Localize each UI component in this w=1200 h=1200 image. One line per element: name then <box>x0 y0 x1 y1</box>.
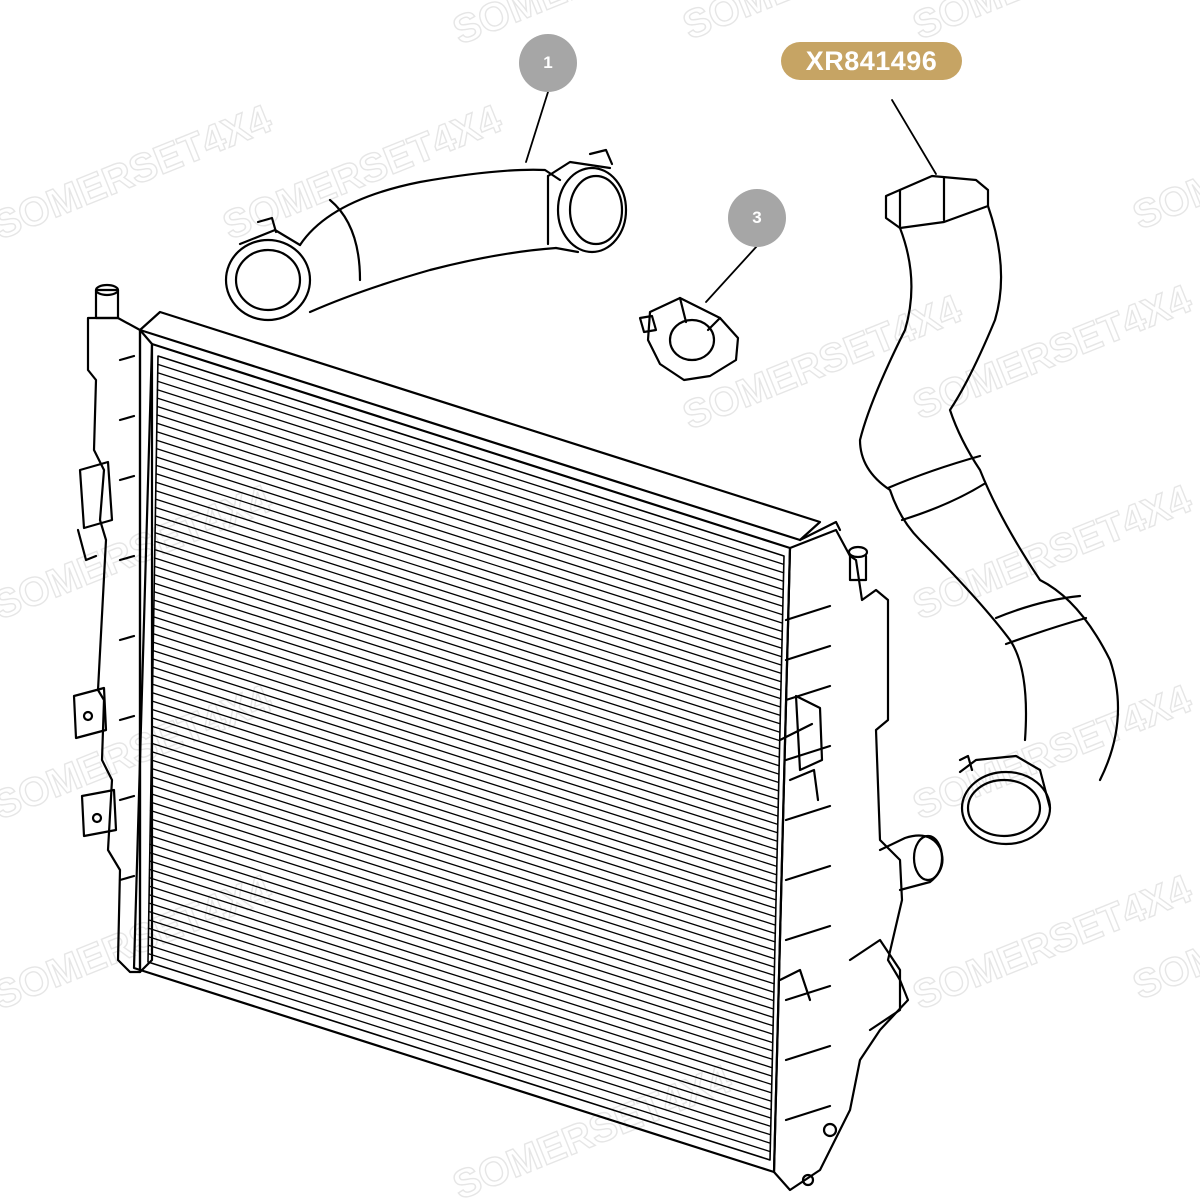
core-fin-line <box>150 759 776 960</box>
core-fin-line <box>148 902 773 1102</box>
core-fin-line <box>148 877 773 1077</box>
callout-3-badge[interactable]: 3 <box>728 189 786 247</box>
core-fin-line <box>156 405 784 607</box>
core-fin-line <box>147 927 772 1128</box>
core-fin-line <box>147 944 772 1144</box>
core-fin-line <box>150 767 776 968</box>
intake-hose-icon[interactable] <box>224 148 628 322</box>
core-fin-line <box>148 885 773 1086</box>
core-fin-line <box>154 523 781 725</box>
core-fin-line <box>156 431 783 633</box>
core-fin-line <box>149 809 775 1010</box>
core-fin-line <box>152 633 779 834</box>
core-fin-line <box>156 397 784 599</box>
core-fin-line <box>150 776 775 977</box>
core-fin-line <box>152 675 778 876</box>
core-fin-line <box>155 473 782 675</box>
core-fin-line <box>153 616 779 817</box>
core-fin-line <box>147 936 772 1136</box>
core-fin-line <box>149 843 774 1044</box>
intercooler-radiator-icon[interactable] <box>72 283 944 1192</box>
core-fin-line <box>151 683 778 884</box>
core-fin-line <box>152 641 779 842</box>
core-fin-line <box>149 851 774 1052</box>
core-fin-line <box>150 793 775 993</box>
core-fin-line <box>155 464 783 666</box>
core-fin-line <box>155 456 783 658</box>
core-fin-line <box>154 540 781 742</box>
core-fin-line <box>152 649 778 851</box>
core-fin-line <box>150 784 775 985</box>
core-fin-line <box>150 750 776 951</box>
core-fin-line <box>151 717 777 918</box>
core-fin-line <box>156 414 784 616</box>
callout-1-badge[interactable]: 1 <box>519 34 577 92</box>
core-fin-line <box>148 868 773 1069</box>
core-fin-line <box>157 363 785 566</box>
core-fin-line <box>154 515 781 717</box>
core-fin-line <box>156 389 784 591</box>
core-fin-line <box>155 447 783 649</box>
core-fin-line <box>154 548 781 750</box>
core-fin-line <box>155 481 782 683</box>
core-fin-line <box>156 422 784 624</box>
core-fin-line <box>152 666 778 868</box>
core-fin-line <box>148 910 772 1111</box>
core-fin-line <box>151 692 777 893</box>
core-fin-line <box>153 574 780 775</box>
part-number-label: XR841496 <box>805 45 938 76</box>
core-fin-line <box>149 826 774 1027</box>
right-end-tank <box>772 520 944 1192</box>
core-fin-line <box>149 801 775 1002</box>
core-fin-line <box>157 372 785 574</box>
callout-1-label: 1 <box>543 53 553 72</box>
core-fin-line <box>156 380 785 582</box>
core-fin-line <box>148 894 773 1094</box>
leader-lines <box>525 91 937 303</box>
core-fin-line <box>153 599 780 800</box>
core-fin-line <box>151 734 776 935</box>
core-fin-line <box>150 742 776 943</box>
core-fin-line <box>151 725 777 926</box>
core-fin-line <box>154 557 780 758</box>
core-fin-line <box>154 498 782 700</box>
core-fin-line <box>149 860 773 1060</box>
left-end-tank <box>72 283 142 974</box>
core-fin-line <box>153 565 780 767</box>
hose-clamp-icon[interactable] <box>638 296 740 382</box>
part-number-badge[interactable]: XR841496 <box>781 42 962 80</box>
core-fin-line <box>152 624 779 826</box>
core-fins <box>147 363 785 1153</box>
core-fin-line <box>151 700 777 901</box>
core-fin-line <box>149 818 774 1019</box>
core-fin-line <box>154 532 781 733</box>
core-fin-line <box>153 591 780 792</box>
core-fin-line <box>147 952 771 1153</box>
core-fin-line <box>155 439 783 641</box>
core-fin-line <box>153 607 779 809</box>
core-fin-line <box>154 506 782 708</box>
core-fin-line <box>149 835 774 1035</box>
core-fin-line <box>152 658 778 859</box>
callout-3-label: 3 <box>752 208 762 227</box>
outlet-hose-icon[interactable] <box>858 174 1120 846</box>
core-frame <box>138 310 822 542</box>
core-fin-line <box>155 490 782 691</box>
core-fin-line <box>153 582 780 784</box>
core-fin-line <box>151 708 777 909</box>
core-fin-line <box>148 919 772 1119</box>
